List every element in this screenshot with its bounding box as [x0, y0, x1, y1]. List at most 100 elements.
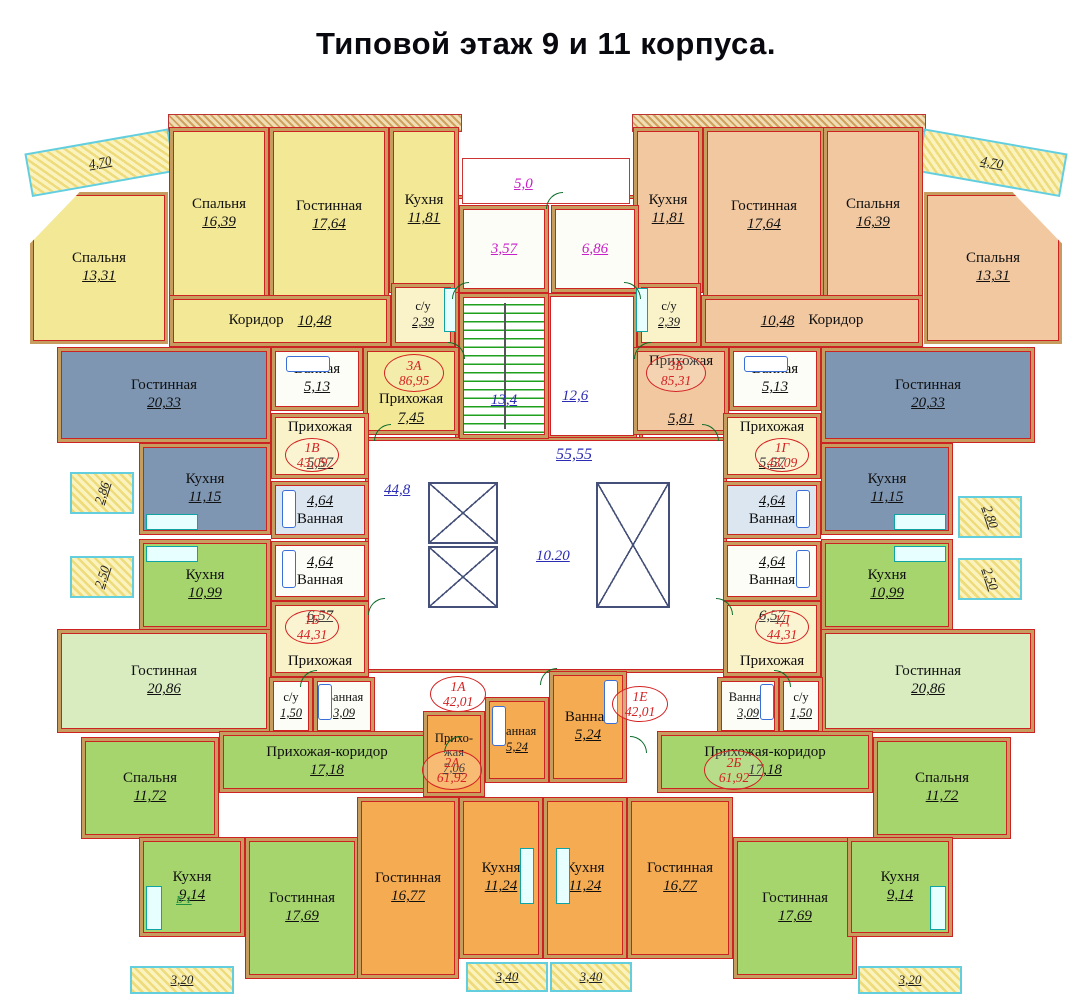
balcony-area: 4,70: [24, 128, 176, 198]
apartment-badge-3b: 3Б 85,31: [646, 354, 706, 392]
room-living: Гостинная 20,33: [822, 348, 1034, 442]
kitchen-counter-icon: [636, 288, 648, 332]
room-area: 20,33: [147, 395, 181, 412]
room-label: Гостинная: [130, 662, 198, 679]
apartment-area: 85,31: [660, 373, 692, 388]
room-hall-corridor: Прихожая-коридор 17,18: [220, 732, 434, 792]
room-label: с/у: [415, 298, 431, 313]
room-label: с/у: [793, 689, 809, 704]
balcony-area: 3,40: [550, 962, 632, 992]
room-label: Ванная: [296, 571, 344, 588]
room-area: 5,24: [506, 740, 528, 755]
kitchen-counter-icon: [894, 546, 946, 562]
apartment-badge-1b: 1Б 44,31: [285, 610, 339, 644]
balcony-label: 3,20: [170, 972, 194, 987]
apartment-id: 1Г: [774, 439, 790, 455]
room-living: Гостинная 17,64: [270, 128, 388, 304]
bathtub-icon: [282, 550, 296, 588]
balcony-area: 3,20: [858, 966, 962, 994]
apartment-id: 2А: [444, 754, 460, 770]
room-label: Коридор: [808, 312, 864, 329]
room-label: Прихожая: [378, 391, 444, 408]
balcony-label: 2,50: [90, 563, 113, 590]
balcony-area: 4,70: [916, 128, 1068, 198]
core-vestibule-b: 6,86: [552, 206, 638, 292]
apartment-badge-1a: 1А 42,01: [430, 676, 486, 712]
room-area: 3,09: [737, 706, 759, 721]
room-label: Ванная: [324, 689, 364, 704]
elevator-shaft: [596, 482, 670, 608]
room-label: Кухня: [880, 868, 920, 885]
room-label: Спальня: [122, 769, 178, 786]
room-area: 2,39: [412, 315, 434, 330]
door-swing-icon: [630, 736, 647, 753]
balcony-label: 4,70: [979, 152, 1005, 172]
room-area: 11,15: [870, 489, 904, 506]
room-area: 16,39: [856, 214, 890, 231]
room-area: 11,81: [651, 210, 685, 227]
door-swing-icon: [716, 598, 733, 615]
room-label: Ванная: [564, 708, 612, 725]
room-label: Прихожая: [287, 653, 353, 670]
apartment-area: 44,31: [766, 627, 798, 642]
balcony-area: 2,80: [958, 496, 1022, 538]
room-area: 1,50: [790, 706, 812, 721]
apartment-badge-1d: 1Д 44,31: [755, 610, 809, 644]
room-label: Гостинная: [761, 889, 829, 906]
apartment-area: 43,09: [296, 455, 328, 470]
room-label: Кухня: [648, 191, 688, 208]
bathtub-icon: [796, 490, 810, 528]
kitchen-counter-icon: [146, 514, 198, 530]
room-bedroom: Спальня 16,39: [170, 128, 268, 300]
bathtub-icon: [760, 684, 774, 720]
room-label: Кухня: [565, 859, 605, 876]
apartment-area: 42,01: [624, 704, 656, 719]
apartment-id: 1Е: [632, 688, 648, 704]
bathtub-icon: [282, 490, 296, 528]
room-label: Кухня: [185, 470, 225, 487]
room-label: Коридор: [228, 312, 284, 329]
kitchen-counter-icon: [556, 848, 570, 904]
kitchen-note: Б-1: [176, 894, 192, 906]
room-kitchen: Кухня 11,81: [390, 128, 458, 292]
room-label: Спальня: [965, 249, 1021, 266]
balcony-area: 2,50: [70, 556, 134, 598]
room-kitchen: Кухня 11,81: [634, 128, 702, 292]
room-label: Ванная: [728, 689, 768, 704]
room-living: Гостинная 17,69: [246, 838, 358, 978]
room-label: Гостинная: [130, 376, 198, 393]
room-bedroom: Спальня 13,31: [30, 192, 168, 344]
room-label: Гостинная: [295, 197, 363, 214]
room-area: 11,24: [484, 878, 518, 895]
apartment-id: 2Б: [726, 754, 742, 770]
balcony-label: 3,40: [495, 969, 519, 984]
apartment-area: 44,31: [296, 627, 328, 642]
apartment-id: 1В: [304, 439, 320, 455]
apartment-badge-1e: 1Е 42,01: [612, 686, 668, 722]
room-area: 17,69: [778, 908, 812, 925]
core-vestibule-a: 3,57: [460, 206, 548, 292]
apartment-area: 86,95: [398, 373, 430, 388]
room-area: 3,09: [333, 706, 355, 721]
room-area: 4,64: [758, 492, 786, 509]
core-area: 3,57: [490, 240, 518, 257]
room-label: Спальня: [845, 195, 901, 212]
room-area: 2,39: [658, 315, 680, 330]
room-label: Гостинная: [894, 376, 962, 393]
room-living: Гостинная 17,69: [734, 838, 856, 978]
balcony-label: 4,70: [87, 152, 113, 172]
room-area: 5,13: [761, 379, 789, 396]
apartment-id: 1Б: [304, 611, 320, 627]
elevator-lobby: [548, 294, 636, 438]
corridor-area-label: 55,55: [556, 446, 592, 463]
apartment-badge-1g: 1Г 43,09: [755, 438, 809, 472]
core-area: 6,86: [581, 240, 609, 257]
bathtub-icon: [286, 356, 330, 372]
balcony-area: 2,50: [958, 558, 1022, 600]
room-label: Гостинная: [730, 197, 798, 214]
room-living: Гостинная 16,77: [358, 798, 458, 978]
elevator-shaft: [428, 546, 498, 608]
stairwell: 13,4: [460, 294, 548, 438]
room-area: 11,72: [133, 788, 167, 805]
